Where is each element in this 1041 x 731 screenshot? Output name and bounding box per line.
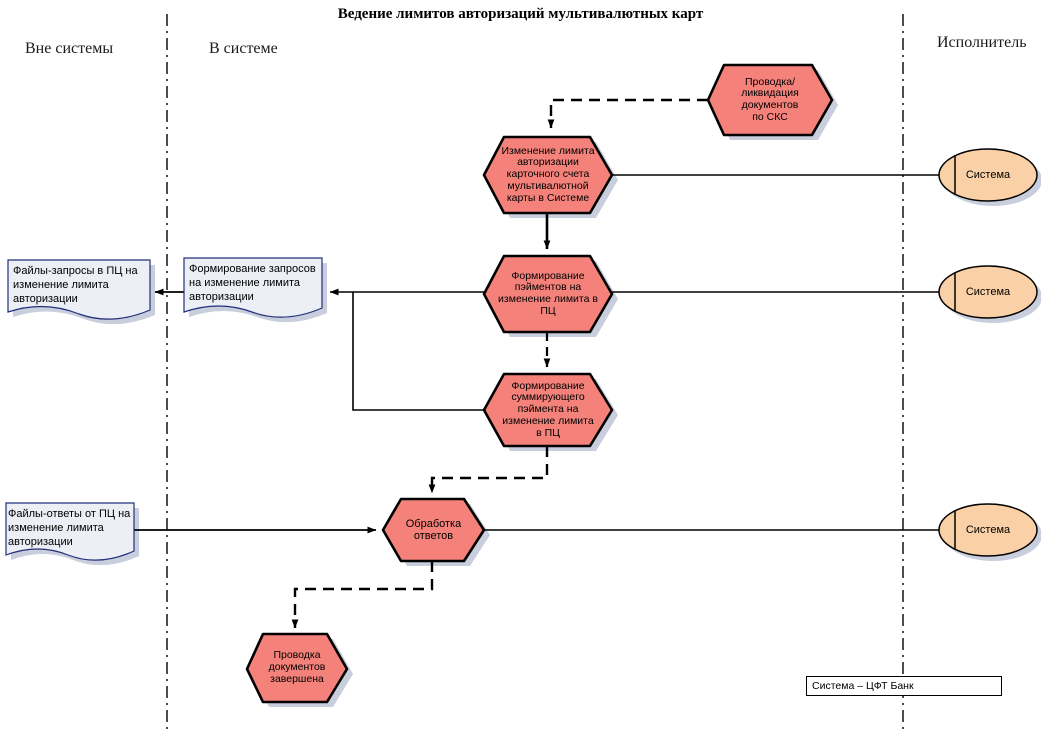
process-posting-completed bbox=[245, 632, 349, 704]
edge-responses-to-completed bbox=[291, 561, 434, 629]
actor-ellipse-bottom bbox=[938, 503, 1038, 557]
documents bbox=[5, 257, 323, 561]
document-response-files-from-pc bbox=[5, 502, 135, 561]
legend-text: Система – ЦФТ Банк bbox=[812, 680, 914, 692]
process-process-responses bbox=[381, 497, 486, 563]
legend-box: Система – ЦФТ Банк bbox=[806, 676, 1002, 696]
document-request-files-to-pc bbox=[7, 259, 151, 320]
connectors bbox=[134, 98, 939, 629]
edge-posting-to-change bbox=[547, 98, 708, 129]
actor-ellipse-middle bbox=[938, 265, 1038, 319]
document-forming-requests bbox=[183, 257, 323, 318]
lane-header-performer: Исполнитель bbox=[937, 34, 1027, 51]
processes bbox=[245, 63, 834, 704]
edge-summary-to-responses bbox=[428, 446, 549, 494]
process-posting-liquidation-skc bbox=[706, 63, 834, 137]
actor-ellipse-top bbox=[938, 148, 1038, 202]
edge-summary-to-doc bbox=[352, 292, 484, 411]
process-form-summary-payment bbox=[482, 372, 614, 448]
lane-header-inside: В системе bbox=[209, 40, 278, 57]
page-title: Ведение лимитов авторизаций мультивалютн… bbox=[337, 6, 704, 22]
process-change-auth-limit bbox=[482, 135, 614, 215]
lane-header-outside: Вне системы bbox=[25, 40, 114, 57]
actors bbox=[938, 148, 1038, 557]
process-form-payments bbox=[482, 254, 614, 334]
